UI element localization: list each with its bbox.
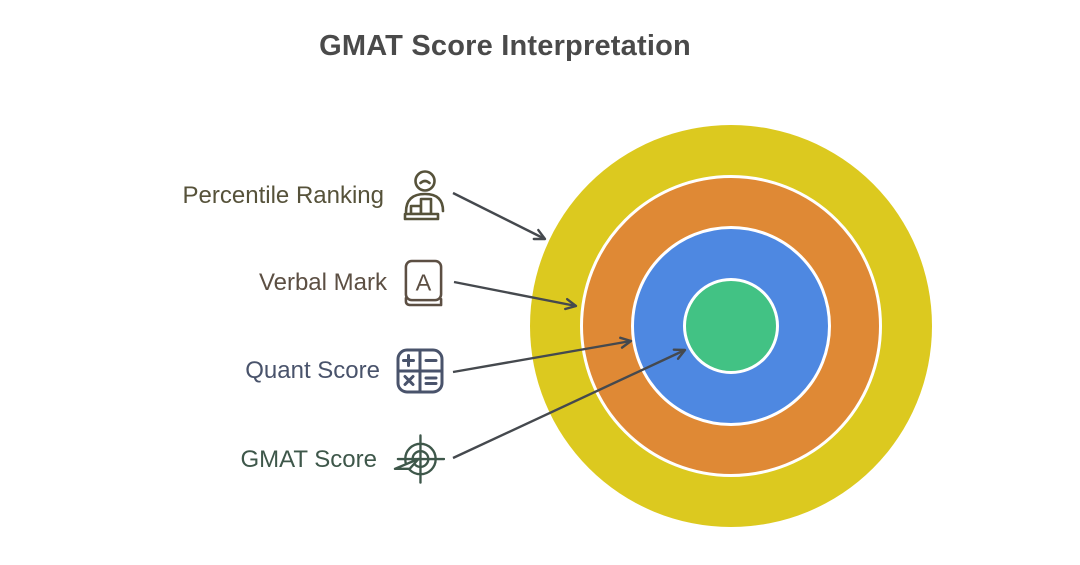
label-row-quant-score: Quant Score — [0, 341, 445, 401]
calculator-icon — [396, 348, 444, 394]
verbal-mark-label: Verbal Mark — [258, 269, 387, 296]
target-arrow-icon — [393, 434, 445, 484]
book-a-icon: A — [404, 259, 443, 306]
percentile-ranking-label: Percentile Ranking — [182, 182, 384, 209]
quant-score-label: Quant Score — [245, 357, 380, 384]
page-title: GMAT Score Interpretation — [319, 30, 691, 62]
label-row-percentile-ranking: Percentile Ranking — [0, 166, 445, 226]
label-row-verbal-mark: Verbal Mark A — [0, 253, 445, 313]
arrow-percentile-ranking — [452, 191, 547, 241]
gmat-score-label: GMAT Score — [240, 446, 377, 473]
person-stats-icon — [403, 170, 445, 221]
label-row-gmat-score: GMAT Score — [0, 430, 445, 490]
svg-text:A: A — [416, 269, 432, 295]
ring-gmat-score — [683, 278, 779, 374]
